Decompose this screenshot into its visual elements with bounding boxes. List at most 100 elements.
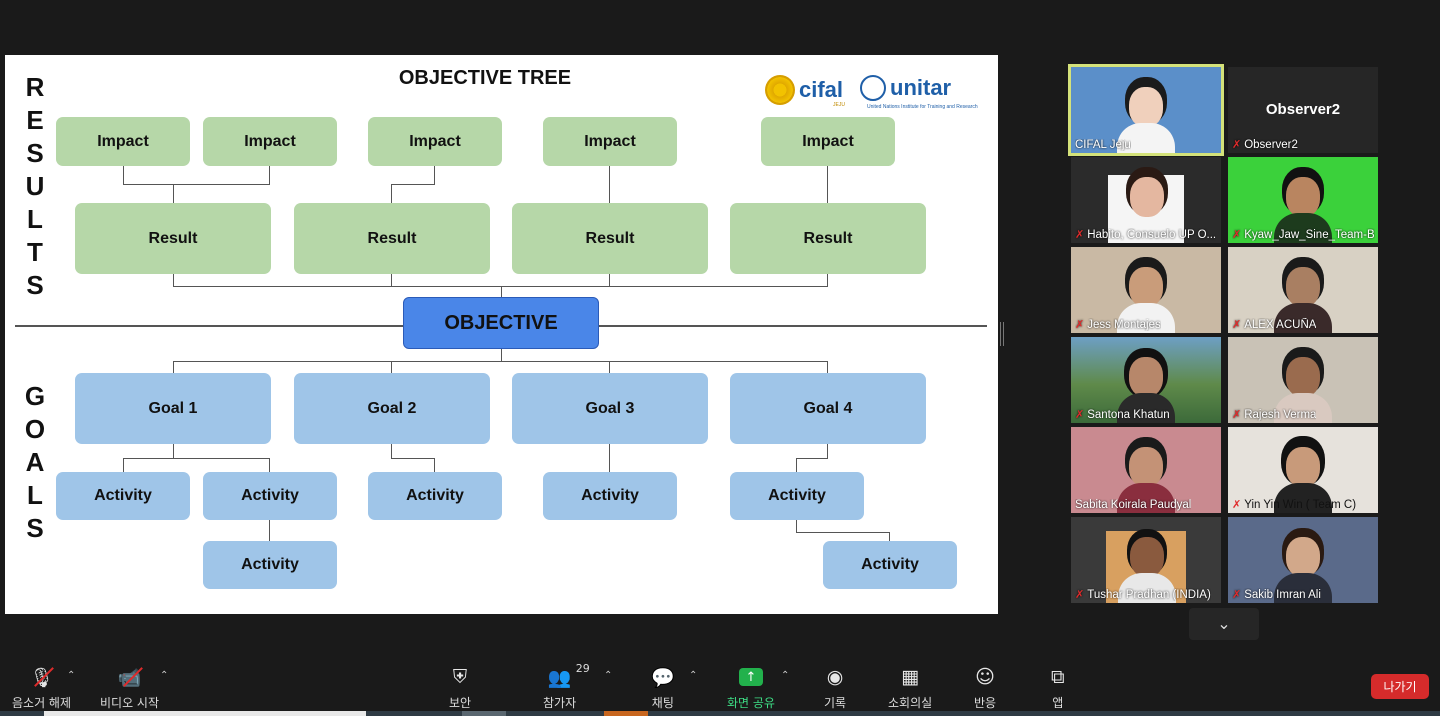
record-button[interactable]: ◉ 기록 xyxy=(824,664,846,711)
activity-box: Activity xyxy=(203,472,337,520)
goals-letter: O xyxy=(24,414,46,444)
participant-video xyxy=(1117,483,1175,513)
mic-muted-icon: ✗ xyxy=(1232,589,1242,601)
participants-count: 29 xyxy=(575,662,590,675)
cifal-globe-icon xyxy=(765,75,795,105)
unitar-logo: unitar xyxy=(860,75,951,101)
participant-tile[interactable]: ✗Habito, Consuelo UP O... xyxy=(1071,157,1221,243)
share-options-caret-icon[interactable]: ⌃ xyxy=(781,670,790,681)
slide-title: OBJECTIVE TREE xyxy=(398,67,572,89)
connector xyxy=(173,361,828,362)
connector xyxy=(609,361,610,373)
connector xyxy=(827,444,828,458)
connector xyxy=(123,458,270,459)
participant-tile[interactable]: ✗ALEX ACUÑA xyxy=(1228,247,1378,333)
breakout-rooms-button[interactable]: ▦ 소회의실 xyxy=(888,664,932,711)
participant-video xyxy=(1286,177,1320,217)
taskbar-item[interactable] xyxy=(44,711,366,716)
video-options-caret-icon[interactable]: ⌃ xyxy=(160,670,169,681)
participant-tile[interactable]: CIFAL Jeju xyxy=(1068,64,1224,156)
start-video-button[interactable]: 📹 비디오 시작 xyxy=(100,664,159,711)
participant-name-label: Jess Montajes xyxy=(1087,318,1161,331)
mic-muted-icon: ✗ xyxy=(1232,409,1242,421)
connector xyxy=(269,520,270,541)
shield-icon: ⛨ xyxy=(452,666,468,688)
participant-tile[interactable]: Observer2 ✗Observer2 xyxy=(1228,67,1378,153)
apps-label: 앱 xyxy=(1052,696,1064,710)
start-video-label: 비디오 시작 xyxy=(100,696,160,710)
participant-tile[interactable]: ✗Jess Montajes xyxy=(1071,247,1221,333)
leave-button[interactable]: 나가기 xyxy=(1371,674,1429,699)
participant-name-label: Rajesh Verma xyxy=(1244,408,1317,421)
participant-video xyxy=(1272,351,1334,423)
participant-video xyxy=(1274,573,1332,603)
connector xyxy=(434,458,435,472)
participant-video xyxy=(1129,267,1163,307)
goals-letter: A xyxy=(25,447,45,477)
participant-tile[interactable]: ✗Tushar Pradhan (INDIA) xyxy=(1071,517,1221,603)
participant-name-label: ALEX ACUÑA xyxy=(1244,318,1317,331)
participant-tile[interactable]: Sabita Koirala Paudyal xyxy=(1071,427,1221,513)
reactions-button[interactable]: ☺ 반응 xyxy=(974,664,996,711)
participant-video xyxy=(1115,261,1177,333)
participant-video xyxy=(1129,87,1163,127)
participant-tile[interactable]: ✗Santona Khatun xyxy=(1071,337,1221,423)
mic-muted-icon: ✗ xyxy=(1075,229,1085,241)
participants-button[interactable]: 👥29 참가자 xyxy=(543,662,590,711)
cifal-logo-text: cifal xyxy=(799,77,844,102)
participant-tile[interactable]: ✗Yin Yin Win ( Team C) xyxy=(1228,427,1378,513)
people-icon: 👥29 xyxy=(547,662,590,689)
record-icon: ◉ xyxy=(826,666,844,688)
participant-name: ✗Kyaw_Jaw_Sine_Team-B xyxy=(1232,228,1375,242)
participant-name-label: Sabita Koirala Paudyal xyxy=(1075,499,1192,511)
participant-name-label: Observer2 xyxy=(1244,138,1298,151)
participant-name-label: Tushar Pradhan (INDIA) xyxy=(1087,588,1211,601)
participant-name: ✗Habito, Consuelo UP O... xyxy=(1075,228,1217,242)
connector xyxy=(501,349,502,361)
audio-options-caret-icon[interactable]: ⌃ xyxy=(67,670,76,681)
apps-button[interactable]: ⧉ 앱 xyxy=(1051,664,1065,711)
participant-tile[interactable]: ✗Sakib Imran Ali xyxy=(1228,517,1378,603)
goal-box: Goal 1 xyxy=(75,373,271,444)
chat-button[interactable]: 💬 채팅 xyxy=(651,664,675,711)
panel-resize-handle[interactable] xyxy=(1000,322,1004,346)
goal-box: Goal 4 xyxy=(730,373,926,444)
connector xyxy=(391,274,392,286)
security-button[interactable]: ⛨ 보안 xyxy=(449,664,471,711)
participant-video xyxy=(1274,303,1332,333)
goal-box: Goal 2 xyxy=(294,373,490,444)
impact-box: Impact xyxy=(56,117,190,166)
results-letter: E xyxy=(26,105,44,135)
share-screen-label: 화면 공유 xyxy=(727,696,775,710)
chevron-down-icon: ⌄ xyxy=(1217,616,1231,633)
microphone-muted-icon: 🎙 xyxy=(29,664,55,690)
share-screen-button[interactable]: ↑ 화면 공유 xyxy=(727,664,775,711)
results-vertical-label: R E S U L T S xyxy=(23,71,47,302)
participant-tile[interactable]: ✗Kyaw_Jaw_Sine_Team-B xyxy=(1228,157,1378,243)
participant-tile[interactable]: ✗Rajesh Verma xyxy=(1228,337,1378,423)
connector xyxy=(123,184,270,185)
taskbar-item[interactable] xyxy=(462,711,506,716)
connector xyxy=(434,166,435,184)
participant-video xyxy=(1272,261,1334,333)
chat-options-caret-icon[interactable]: ⌃ xyxy=(689,670,698,681)
taskbar-strip xyxy=(0,711,1440,716)
connector xyxy=(609,274,610,286)
shared-screen-slide: OBJECTIVE TREE R E S U L T S G O A L S c… xyxy=(5,55,998,614)
result-box: Result xyxy=(512,203,708,274)
participant-video xyxy=(1272,531,1334,603)
record-label: 기록 xyxy=(824,696,847,710)
connector xyxy=(391,184,435,185)
impact-box: Impact xyxy=(368,117,502,166)
goals-letter: G xyxy=(24,381,46,411)
result-box: Result xyxy=(730,203,926,274)
connector xyxy=(173,184,174,203)
connector xyxy=(827,166,828,203)
participant-name-label: Habito, Consuelo UP O... xyxy=(1087,228,1217,241)
taskbar-item[interactable] xyxy=(604,711,648,716)
share-screen-icon: ↑ xyxy=(738,664,763,690)
participant-video xyxy=(1129,357,1163,397)
unmute-button[interactable]: 🎙 음소거 해제 xyxy=(12,664,71,711)
gallery-next-page-button[interactable]: ⌄ xyxy=(1189,608,1259,640)
participants-options-caret-icon[interactable]: ⌃ xyxy=(604,670,613,681)
